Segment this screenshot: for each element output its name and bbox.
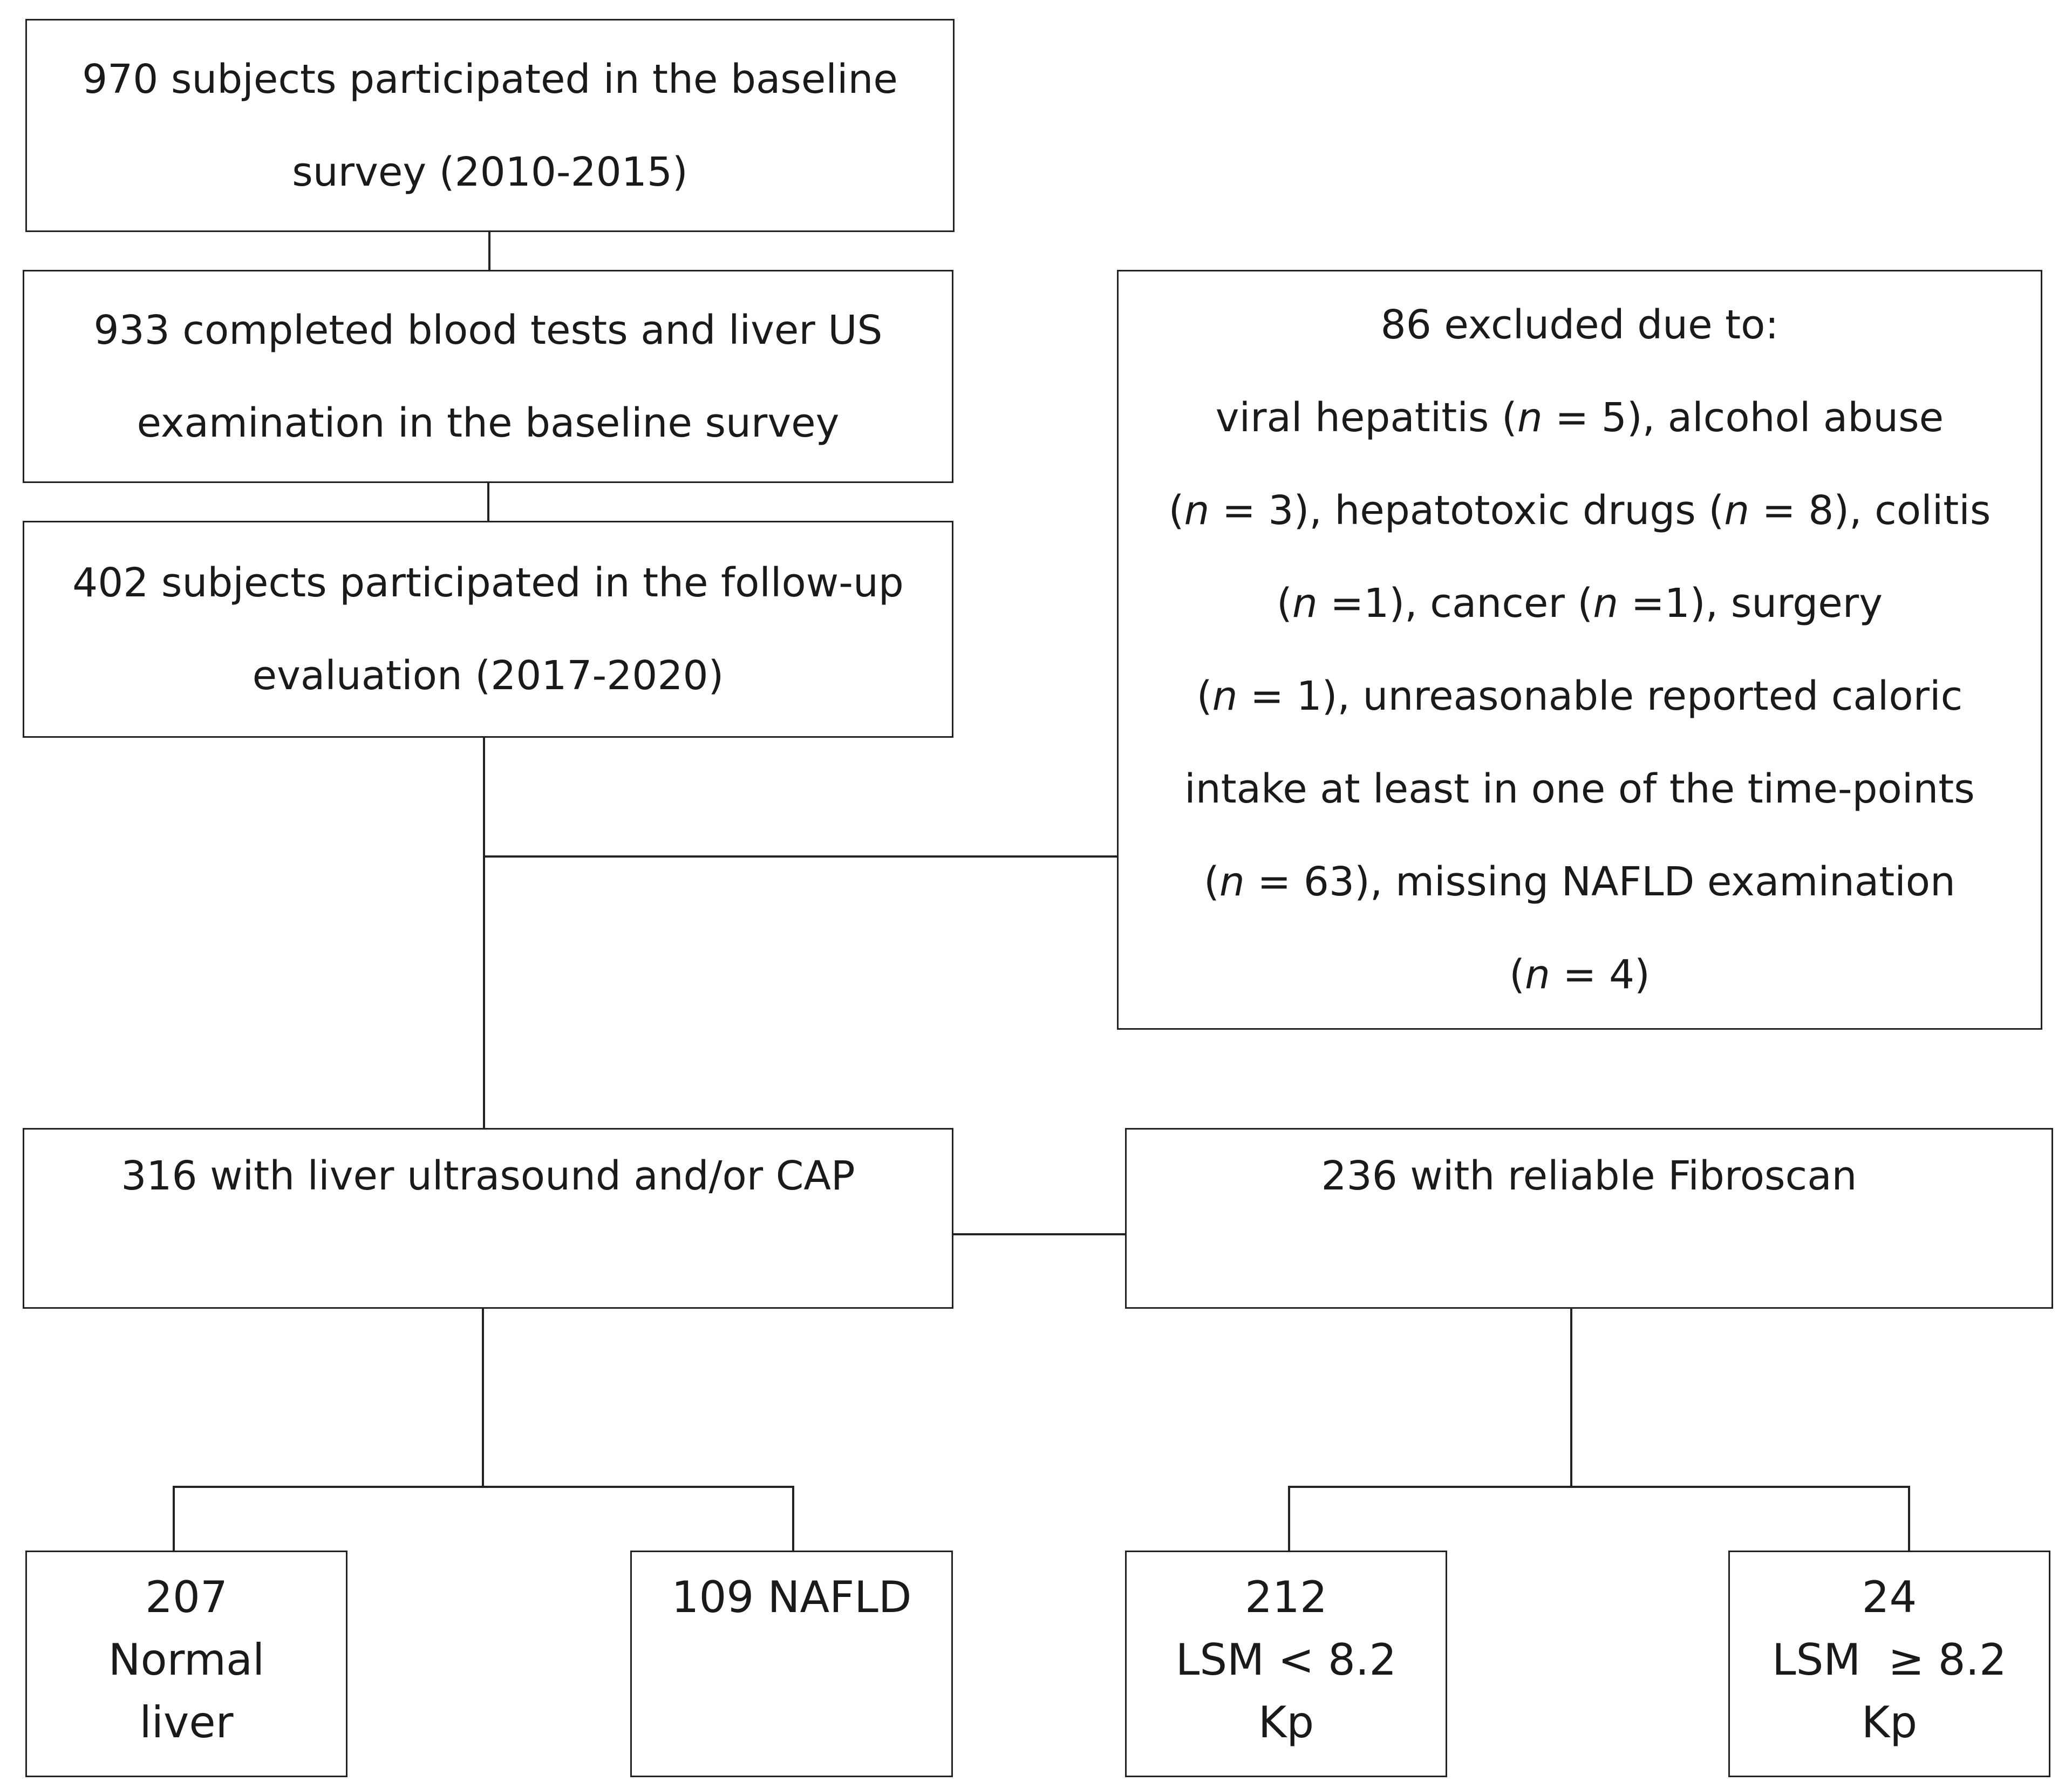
connector-to-nafld xyxy=(792,1486,794,1551)
baseline-line2: survey (2010-2015) xyxy=(292,148,688,195)
excluded-heading: 86 excluded due to: xyxy=(1380,302,1779,348)
connector-followup-to-ultrasound xyxy=(483,736,485,1128)
nafld-box: 109 NAFLD xyxy=(630,1551,953,1777)
lsm-high-label: LSM ≥ 8.2 xyxy=(1772,1635,2007,1685)
baseline-box: 970 subjects participated in the baselin… xyxy=(25,19,955,232)
lsm-high-count: 24 xyxy=(1862,1572,1917,1622)
connector-left-branch xyxy=(173,1486,794,1488)
connector-fibroscan-down xyxy=(1570,1309,1572,1487)
excluded-line-1: viral hepatitis (n = 5), alcohol abuse xyxy=(1215,395,1944,441)
lsm-low-box: 212 LSM < 8.2 Kp xyxy=(1125,1551,1447,1777)
blood-tests-box: 933 completed blood tests and liver US e… xyxy=(23,270,953,483)
follow-up-line1: 402 subjects participated in the follow-… xyxy=(72,560,904,606)
excluded-box: 86 excluded due to: viral hepatitis (n =… xyxy=(1117,270,2042,1030)
excluded-line-7: (n = 4) xyxy=(1509,951,1650,998)
connector-to-lsm-high xyxy=(1908,1486,1910,1551)
baseline-line1: 970 subjects participated in the baselin… xyxy=(82,56,898,103)
normal-label-2: liver xyxy=(139,1697,234,1748)
connector-right-branch xyxy=(1288,1486,1910,1488)
lsm-high-box: 24 LSM ≥ 8.2 Kp xyxy=(1728,1551,2050,1777)
connector-ultrasound-to-fibroscan xyxy=(952,1233,1125,1235)
fibroscan-box: 236 with reliable Fibroscan xyxy=(1125,1128,2053,1309)
follow-up-line2: evaluation (2017-2020) xyxy=(252,652,724,699)
ultrasound-text: 316 with liver ultrasound and/or CAP xyxy=(121,1153,855,1199)
normal-count: 207 xyxy=(145,1572,228,1622)
follow-up-box: 402 subjects participated in the follow-… xyxy=(23,521,953,738)
lsm-low-unit: Kp xyxy=(1258,1697,1314,1748)
excluded-line-5: intake at least in one of the time-point… xyxy=(1184,766,1975,812)
excluded-line-3: (n =1), cancer (n =1), surgery xyxy=(1277,580,1883,627)
fibroscan-text: 236 with reliable Fibroscan xyxy=(1321,1153,1857,1199)
lsm-high-unit: Kp xyxy=(1861,1697,1918,1748)
connector-to-lsm-low xyxy=(1288,1486,1290,1551)
connector-ultrasound-down xyxy=(482,1309,484,1487)
normal-label-1: Normal xyxy=(108,1635,265,1685)
nafld-text: 109 NAFLD xyxy=(671,1572,912,1622)
connector-baseline-to-bloodtests xyxy=(488,231,490,270)
ultrasound-box: 316 with liver ultrasound and/or CAP xyxy=(23,1128,953,1309)
excluded-line-2: (n = 3), hepatotoxic drugs (n = 8), coli… xyxy=(1168,487,1991,534)
normal-liver-box: 207 Normal liver xyxy=(25,1551,347,1777)
excluded-line-6: (n = 63), missing NAFLD examination xyxy=(1204,859,1955,905)
connector-bloodtests-to-followup xyxy=(487,482,489,521)
lsm-low-count: 212 xyxy=(1245,1572,1327,1622)
connector-to-normal xyxy=(173,1486,175,1551)
excluded-line-4: (n = 1), unreasonable reported caloric xyxy=(1196,673,1963,719)
blood-tests-line2: examination in the baseline survey xyxy=(137,399,840,446)
connector-to-excluded xyxy=(483,855,1117,858)
lsm-low-label: LSM < 8.2 xyxy=(1175,1635,1397,1685)
blood-tests-line1: 933 completed blood tests and liver US xyxy=(93,307,883,353)
